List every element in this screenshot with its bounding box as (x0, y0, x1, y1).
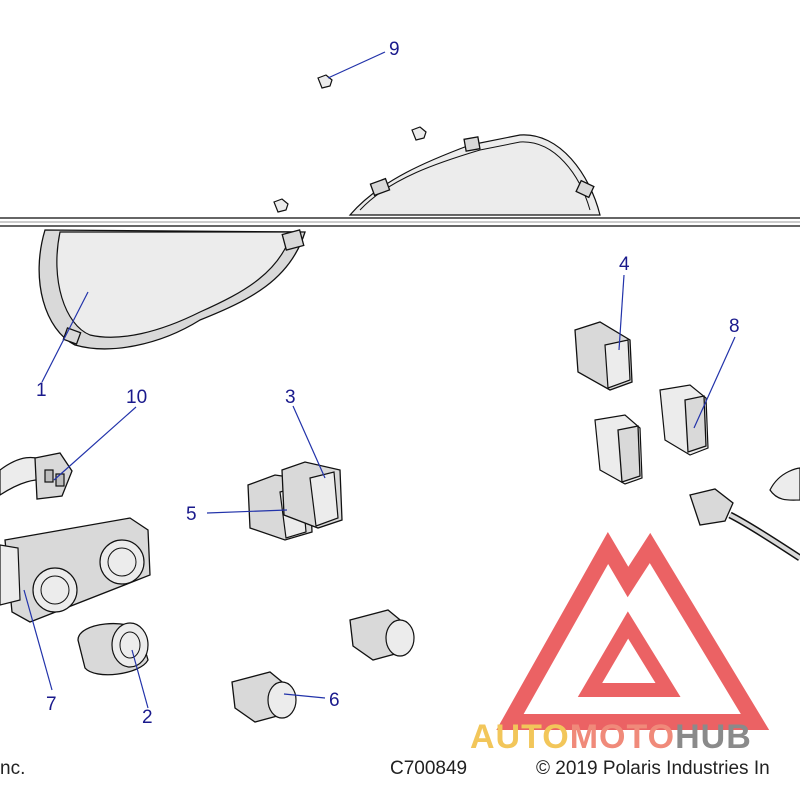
watermark-moto: MOTO (569, 718, 676, 756)
watermark-logo-text: AUTOMOTOHUB (470, 718, 752, 757)
callout-6: 6 (329, 690, 340, 711)
wiring-harness (689, 467, 800, 561)
watermark-logo-triangle (496, 531, 770, 730)
leader-line-4 (618, 274, 625, 351)
leader-line-5 (206, 509, 288, 514)
leader-line-3 (292, 405, 326, 479)
callout-2: 2 (142, 707, 153, 728)
instrument-cluster-housing-lower (38, 229, 306, 350)
callout-7: 7 (46, 694, 57, 715)
divider-band (0, 217, 800, 227)
footer-left-text: nc. (0, 758, 26, 779)
drawing-number: C700849 (390, 758, 468, 779)
rocker-switches-part-3-5 (247, 461, 343, 541)
leader-line-9 (327, 51, 386, 79)
callout-4: 4 (619, 254, 630, 275)
callout-1: 1 (36, 380, 47, 401)
watermark-hub: HUB (675, 718, 752, 756)
callout-3: 3 (285, 387, 296, 408)
leader-lines (23, 51, 736, 709)
connector-part-10 (0, 452, 73, 500)
leader-line-7 (23, 589, 53, 691)
leader-line-6 (283, 693, 326, 699)
knob-part-2 (77, 622, 149, 676)
callout-10: 10 (126, 387, 147, 408)
leader-line-8 (693, 336, 736, 429)
climate-control-panel-part-7 (0, 517, 151, 623)
copyright-text: © 2019 Polaris Industries In (536, 758, 770, 779)
callout-numbers: 1 2 3 4 5 6 7 8 9 10 (36, 39, 740, 728)
leader-line-2 (131, 649, 149, 709)
callout-9: 9 (389, 39, 400, 60)
watermark-auto: AUTO (470, 718, 570, 756)
instrument-cluster-housing-upper (348, 134, 601, 216)
leader-line-1 (41, 291, 89, 383)
leader-line-10 (53, 406, 137, 481)
power-outlet-part-6 (231, 609, 415, 723)
callout-5: 5 (186, 504, 197, 525)
switch-blank-part-8 (594, 384, 709, 485)
rocker-switch-part-4 (574, 321, 633, 391)
callout-8: 8 (729, 316, 740, 337)
